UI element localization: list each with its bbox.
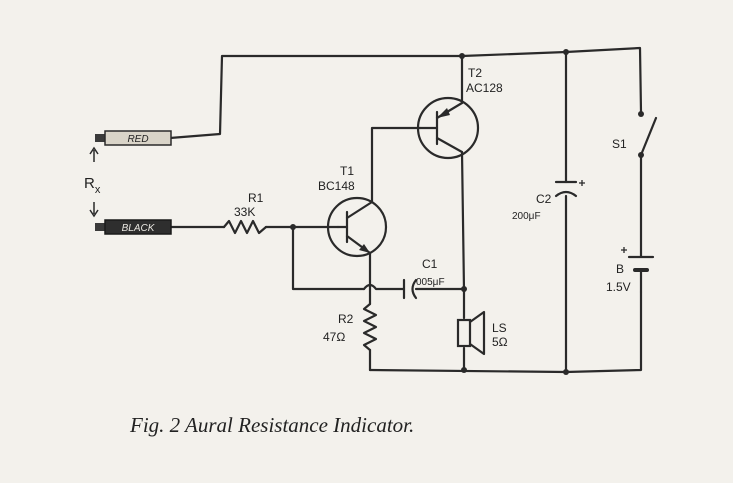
- junction-dot: [461, 367, 467, 373]
- wire-bottom-rail: [368, 290, 643, 374]
- battery-name: B: [616, 262, 624, 276]
- c1-capacitor: [402, 278, 418, 300]
- s1-switch: [638, 111, 658, 158]
- wire-feedback: [291, 225, 366, 291]
- c2-capacitor: [554, 180, 585, 198]
- t1-part: BC148: [318, 179, 355, 193]
- black-probe-label: BLACK: [122, 223, 156, 234]
- junction-dot: [459, 53, 465, 59]
- black-probe: BLACK: [95, 219, 172, 235]
- junction-dot: [290, 224, 296, 230]
- rx-label: Rx: [84, 175, 101, 196]
- c1-value: 005μF: [416, 277, 445, 288]
- ls-value: 5Ω: [492, 335, 508, 349]
- rx-indicator: Rx: [84, 146, 101, 218]
- t1-name: T1: [340, 164, 354, 178]
- junction-dot: [563, 369, 569, 375]
- battery: [621, 247, 655, 272]
- figure-caption: Fig. 2 Aural Resistance Indicator.: [129, 413, 414, 437]
- r2-resistor: [362, 302, 378, 352]
- wire-top-rail: [460, 46, 643, 114]
- c1-name: C1: [422, 257, 438, 271]
- c2-name: C2: [536, 192, 552, 206]
- r1-name: R1: [248, 191, 264, 205]
- junction-dot: [563, 49, 569, 55]
- t1-transistor: [326, 196, 388, 258]
- r2-value: 47Ω: [323, 330, 345, 344]
- rx-sub: x: [95, 184, 101, 196]
- wire-t2-base: [370, 126, 422, 204]
- r2-name: R2: [338, 312, 354, 326]
- ls-name: LS: [492, 321, 507, 335]
- t2-transistor: [416, 96, 480, 160]
- r1-value: 33K: [234, 205, 255, 219]
- red-probe: RED: [95, 130, 172, 146]
- junction-dot: [461, 286, 467, 292]
- wire-t2-collector: [460, 150, 466, 320]
- wire-red-lead: [168, 54, 464, 140]
- rx-main: R: [84, 175, 95, 192]
- speaker: [456, 310, 486, 356]
- t2-part: AC128: [466, 81, 503, 95]
- t2-name: T2: [468, 66, 482, 80]
- s1-name: S1: [612, 137, 627, 151]
- battery-value: 1.5V: [606, 280, 631, 294]
- red-probe-label: RED: [127, 134, 148, 145]
- r1-resistor: [222, 219, 268, 235]
- c2-value: 200μF: [512, 211, 541, 222]
